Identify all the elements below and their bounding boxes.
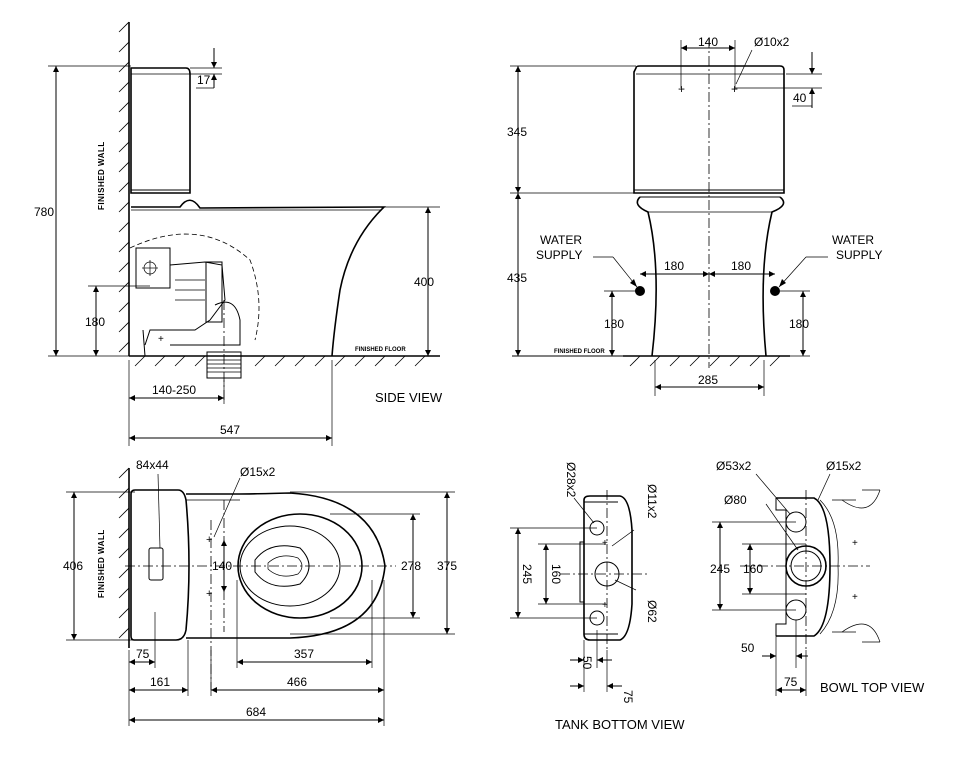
tank-dim-75: 75 — [621, 690, 635, 704]
svg-text:+: + — [731, 82, 738, 96]
tank-dim-160: 160 — [549, 564, 563, 584]
top-tank-outline — [130, 489, 190, 641]
top-dim-357: 357 — [294, 647, 314, 661]
bowl-dim-75: 75 — [784, 675, 798, 689]
dim-400: 400 — [414, 275, 434, 289]
front-hole-label: Ø10x2 — [754, 35, 790, 49]
dim-547: 547 — [220, 423, 240, 437]
front-bowl-outline — [636, 196, 785, 357]
bowl-hole-53: Ø53x2 — [716, 459, 752, 473]
bowl-dim-160: 160 — [743, 562, 763, 576]
tank-bottom-title: TANK BOTTOM VIEW — [555, 717, 685, 732]
front-floor-hatch — [629, 355, 781, 367]
svg-text:+: + — [206, 534, 212, 546]
bowl-dim-50: 50 — [741, 641, 755, 655]
top-dim-375: 375 — [437, 559, 457, 573]
top-bowl-outline — [186, 492, 386, 639]
tank-outline — [130, 67, 191, 194]
dim-140-250: 140-250 — [152, 383, 196, 397]
top-dim-161: 161 — [150, 675, 170, 689]
top-view: + + — [63, 458, 457, 726]
front-dim-435: 435 — [507, 271, 527, 285]
front-dim-180-right: 180 — [731, 259, 751, 273]
bowl-dim-245: 245 — [710, 562, 730, 576]
front-dim-180-left: 180 — [664, 259, 684, 273]
front-view: + + — [507, 35, 882, 396]
top-wall-hatch — [118, 467, 130, 639]
top-dim-684: 684 — [246, 705, 266, 719]
top-dim-466: 466 — [287, 675, 307, 689]
top-dim-406: 406 — [63, 559, 83, 573]
svg-text:+: + — [206, 588, 212, 600]
top-finished-wall-label: FINISHED WALL — [97, 529, 106, 598]
finished-floor-label: FINISHED FLOOR — [355, 347, 406, 353]
svg-text:+: + — [602, 538, 608, 549]
side-view-title: SIDE VIEW — [375, 390, 443, 405]
side-view: + — [34, 21, 443, 446]
front-tank-outline — [633, 65, 785, 194]
tank-hole-11: Ø11x2 — [645, 484, 659, 519]
svg-text:+: + — [602, 600, 608, 611]
bowl-hole-80: Ø80 — [724, 493, 747, 507]
top-dim-84x44: 84x44 — [136, 458, 169, 472]
bowl-hole-15: Ø15x2 — [826, 459, 862, 473]
tank-bottom-outline — [583, 495, 633, 641]
water-supply-right-line2: SUPPLY — [836, 248, 882, 262]
front-dim-180-vleft: 180 — [604, 317, 624, 331]
bowl-top-outline — [776, 497, 831, 637]
tank-hole-62: Ø62 — [645, 600, 659, 623]
flush-button — [148, 547, 164, 581]
dim-780: 780 — [34, 205, 54, 219]
top-hole-label: Ø15x2 — [240, 465, 276, 479]
front-dim-180-vright: 180 — [789, 317, 809, 331]
tank-dim-245: 245 — [520, 564, 534, 584]
tank-bottom-view: + + Ø28x2 Ø11x2 Ø62 245 160 — [510, 462, 685, 732]
top-dim-278: 278 — [401, 559, 421, 573]
tank-hole-28: Ø28x2 — [564, 462, 578, 498]
svg-text:+: + — [158, 334, 164, 345]
water-supply-right-line1: WATER — [832, 233, 874, 247]
svg-text:+: + — [852, 592, 858, 603]
front-finished-floor-label: FINISHED FLOOR — [554, 349, 605, 355]
top-dim-75: 75 — [136, 647, 150, 661]
front-dim-345: 345 — [507, 125, 527, 139]
svg-text:+: + — [852, 538, 858, 549]
front-dim-140: 140 — [698, 35, 718, 49]
front-dim-285: 285 — [698, 373, 718, 387]
front-dim-40: 40 — [793, 91, 807, 105]
bowl-top-title: BOWL TOP VIEW — [820, 680, 925, 695]
floor-hatch — [134, 355, 426, 367]
finished-wall-label: FINISHED WALL — [97, 141, 106, 210]
svg-text:+: + — [678, 82, 685, 96]
wall-hatch — [118, 21, 130, 353]
trapway: + — [135, 247, 241, 357]
water-supply-left-line1: WATER — [540, 233, 582, 247]
tank-dim-50: 50 — [580, 656, 594, 670]
bowl-outline — [131, 199, 386, 357]
bowl-top-view: + + Ø53x2 Ø15x2 Ø80 245 160 50 — [710, 459, 925, 696]
dim-17: 17 — [197, 73, 211, 87]
water-supply-left-line2: SUPPLY — [536, 248, 582, 262]
dim-180: 180 — [85, 315, 105, 329]
outlet-pipe — [206, 300, 242, 400]
top-dim-140: 140 — [212, 559, 232, 573]
